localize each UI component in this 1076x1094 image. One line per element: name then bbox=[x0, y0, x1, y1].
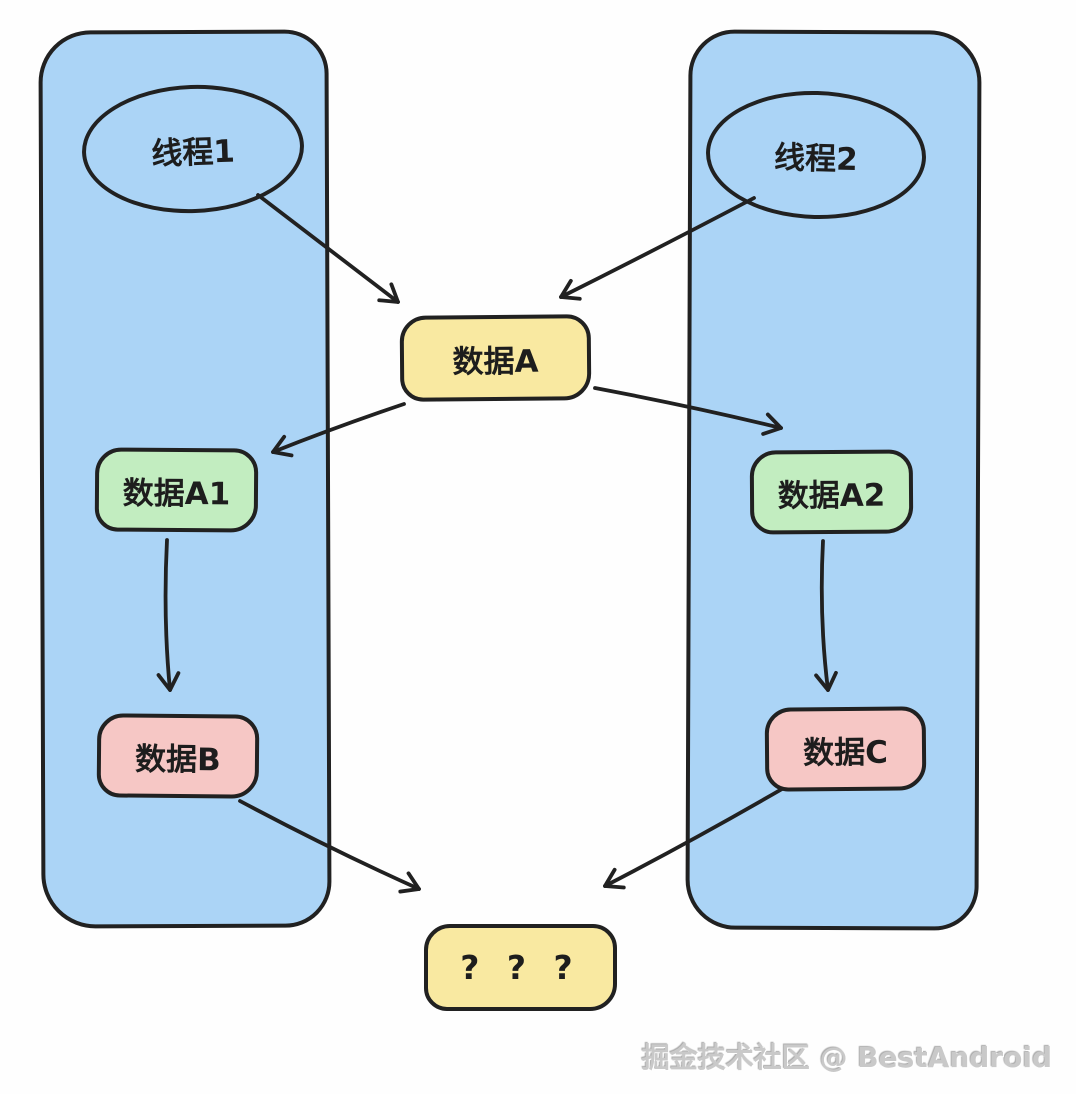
node-unknown: ? ? ? bbox=[424, 924, 617, 1011]
node-data-a2-label: 数据A2 bbox=[777, 477, 886, 514]
watermark: 掘金技术社区 @ BestAndroid bbox=[641, 1041, 1052, 1074]
node-data-a-label: 数据A bbox=[452, 343, 539, 380]
node-data-a1: 数据A1 bbox=[94, 447, 259, 533]
node-unknown-label: ? ? ? bbox=[460, 948, 581, 987]
node-thread1-label: 线程1 bbox=[150, 133, 236, 172]
node-thread2-label: 线程2 bbox=[773, 139, 859, 178]
node-data-a1-label: 数据A1 bbox=[122, 475, 231, 512]
node-data-c-label: 数据C bbox=[802, 734, 889, 771]
node-data-a2: 数据A2 bbox=[749, 449, 914, 535]
node-data-a: 数据A bbox=[399, 314, 592, 402]
node-data-b: 数据B bbox=[96, 713, 260, 799]
node-data-b-label: 数据B bbox=[134, 741, 221, 778]
node-data-c: 数据C bbox=[764, 706, 927, 792]
